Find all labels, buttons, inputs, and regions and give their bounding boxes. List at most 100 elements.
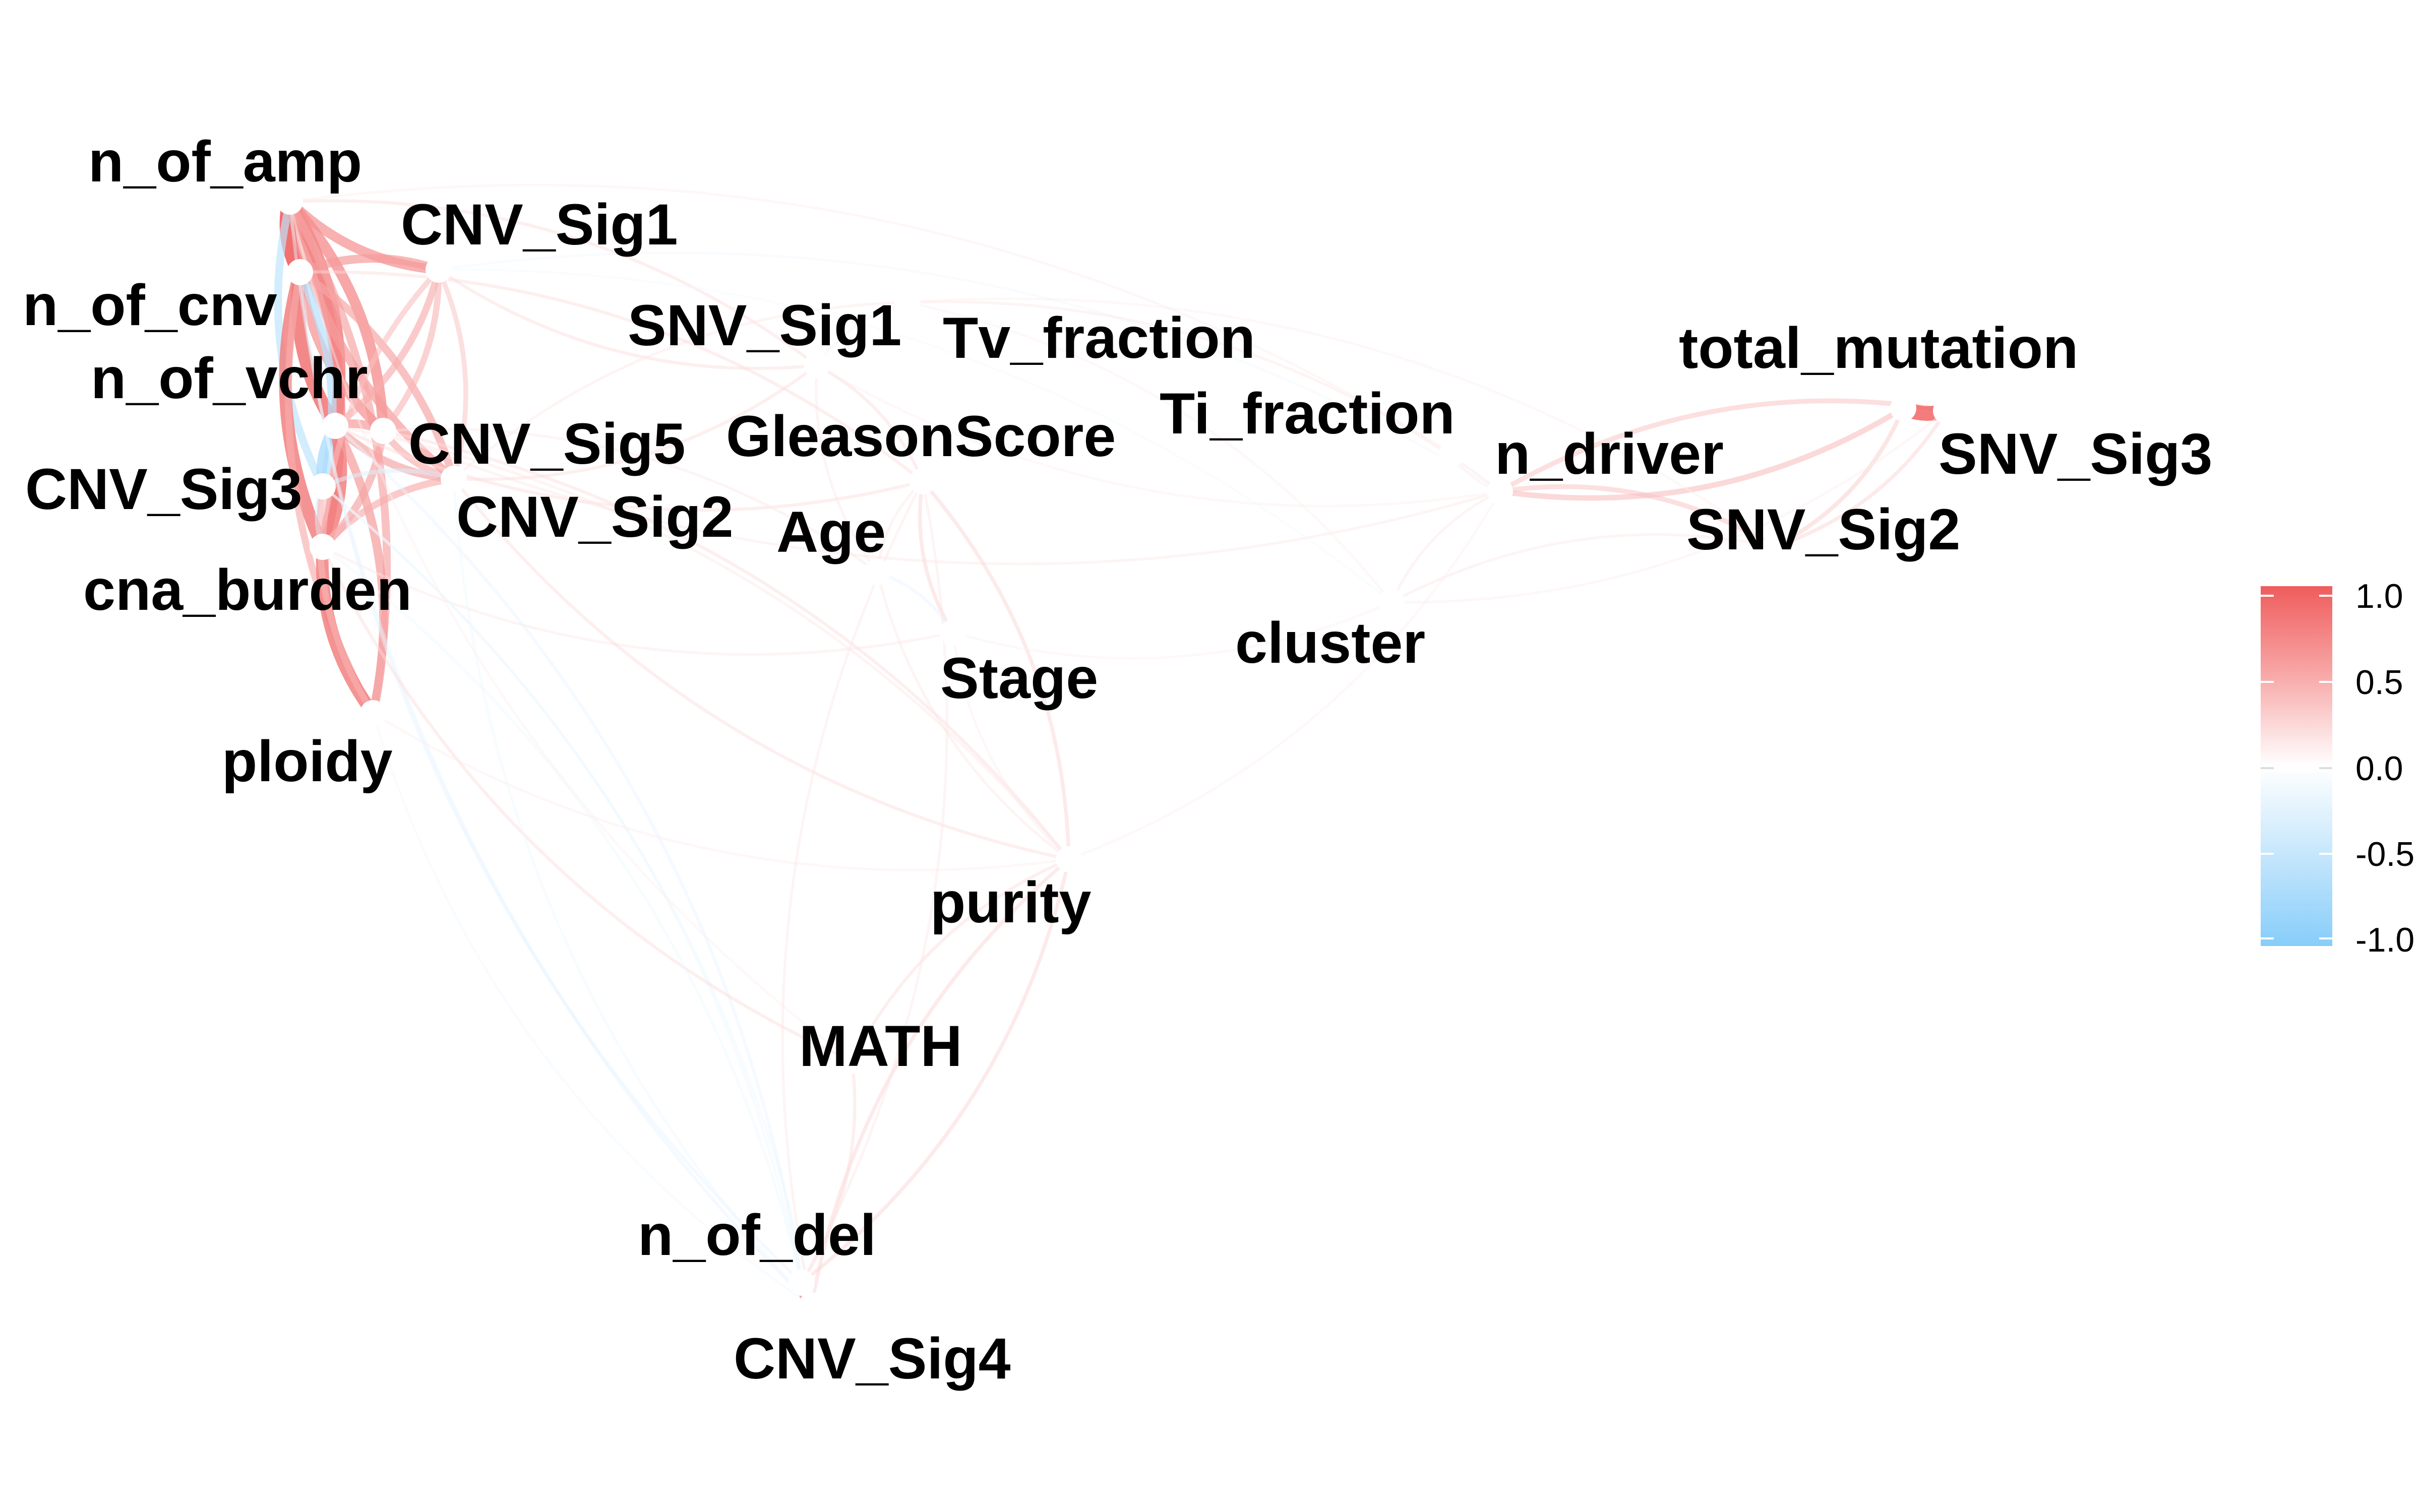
edge-purity-CNV_Sig4 (810, 857, 1071, 1307)
node-label-CNV_Sig1: CNV_Sig1 (401, 193, 678, 257)
edge-cna_burden-Stage (321, 545, 954, 656)
node-label-Age: Age (776, 500, 886, 564)
edge-n_of_amp-MATH (288, 200, 854, 1062)
node-CNV_Sig1 (426, 257, 452, 283)
edge-n_driver-SNV_Sig3 (1497, 398, 1949, 494)
edge-SNV_Sig1-Tv_fraction (815, 301, 909, 367)
edge-ploidy-CNV_Sig4 (372, 712, 813, 1307)
edge-CNV_Sig2-SNV_Sig1 (452, 363, 819, 481)
node-purity (1056, 846, 1082, 872)
node-ploidy (360, 700, 386, 726)
node-label-MATH: MATH (799, 1014, 962, 1079)
node-n_of_vchr (322, 413, 348, 439)
node-GleasonScore (910, 468, 936, 494)
edge-Stage-purity (951, 631, 1070, 861)
edge-CNV_Sig2-purity (452, 477, 1071, 861)
node-cna_burden (310, 534, 336, 560)
node-CNV_Sig2 (441, 466, 467, 492)
colorbar-legend: 1.0 0.5 0.0 -0.5 -1.0 (2261, 577, 2414, 959)
node-label-ploidy: ploidy (222, 729, 393, 794)
node-layer (277, 188, 1959, 1318)
edge-n_of_vchr-GleasonScore (333, 424, 925, 512)
edge-SNV_Sig1-GleasonScore (815, 363, 925, 483)
node-label-Stage: Stage (940, 646, 1098, 711)
edge-CNV_Sig3-CNV_Sig4 (321, 485, 813, 1307)
edge-cluster-SNV_Sig2 (1390, 533, 1776, 604)
legend-tick-label: 0.5 (2355, 663, 2403, 702)
edge-cna_burden-n_of_del (321, 545, 803, 1284)
edge-n_of_amp-CNV_Sig5 (284, 196, 389, 436)
edge-CNV_Sig1-CNV_Sig5 (380, 266, 442, 434)
node-label-Ti_fraction: Ti_fraction (1160, 382, 1455, 446)
edge-cna_burden-CNV_Sig2 (319, 475, 457, 550)
node-label-GleasonScore: GleasonScore (726, 404, 1116, 469)
node-n_of_amp (277, 188, 303, 215)
edge-SNV_Sig2-SNV_Sig3 (1773, 409, 1948, 549)
edge-n_of_vchr-n_of_del (333, 424, 804, 1285)
edge-n_of_cnv-n_of_del (298, 270, 804, 1285)
edge-CNV_Sig5-purity (381, 429, 1071, 861)
edge-n_driver-total_mutation (1497, 405, 1906, 501)
node-label-CNV_Sig3: CNV_Sig3 (25, 457, 302, 522)
legend-tick-label: -1.0 (2355, 921, 2414, 959)
node-SNV_Sig1 (804, 352, 830, 379)
edge-Tv_fraction-SNV_Sig2 (906, 297, 1776, 548)
node-label-purity: purity (930, 870, 1091, 935)
edge-CNV_Sig2-CNV_Sig4 (452, 477, 813, 1307)
edge-n_driver-purity (1067, 490, 1501, 861)
edge-n_of_amp-CNV_Sig2 (285, 197, 458, 483)
edge-n_of_cnv-GleasonScore (298, 270, 925, 483)
edge-cluster-SNV_Sig3 (1390, 409, 1948, 604)
edge-n_of_cnv-CNV_Sig1 (295, 254, 443, 277)
node-Age (864, 559, 890, 585)
edge-SNV_Sig1-n_driver (815, 364, 1501, 508)
node-label-n_of_vchr: n_of_vchr (91, 346, 368, 411)
edge-CNV_Sig1-SNV_Sig1 (437, 268, 819, 370)
node-label-cna_burden: cna_burden (83, 558, 412, 622)
node-n_of_cnv (287, 259, 313, 285)
node-label-CNV_Sig5: CNV_Sig5 (408, 412, 686, 476)
legend-tick-label: 0.0 (2355, 749, 2403, 788)
edge-GleasonScore-Stage (918, 479, 955, 635)
edge-CNV_Sig3-CNV_Sig2 (320, 468, 456, 489)
edge-ploidy-purity (372, 712, 1070, 872)
edge-n_of_vchr-ploidy (331, 421, 388, 718)
edge-SNV_Sig1-Age (815, 364, 879, 574)
node-CNV_Sig3 (310, 473, 336, 499)
node-Stage (940, 619, 966, 646)
edge-n_of_vchr-purity (334, 424, 1070, 861)
edge-CNV_Sig1-CNV_Sig2 (436, 267, 468, 481)
edge-GleasonScore-CNV_Sig4 (781, 480, 924, 1307)
edge-CNV_Sig2-Tv_fraction (452, 301, 909, 480)
node-label-SNV_Sig2: SNV_Sig2 (1686, 497, 1960, 562)
edge-layer (274, 183, 1954, 1311)
edge-CNV_Sig3-n_of_del (321, 485, 803, 1284)
node-MATH (839, 1048, 865, 1074)
edge-Age-purity (876, 571, 1070, 861)
node-label-n_of_amp: n_of_amp (88, 130, 362, 194)
edge-n_of_amp-CNV_Sig4 (288, 200, 814, 1307)
node-cluster (1378, 589, 1405, 615)
edge-n_of_amp-SNV_Sig1 (288, 199, 819, 367)
node-n_of_del (789, 1270, 815, 1296)
edge-GleasonScore-purity (921, 479, 1071, 861)
node-label-SNV_Sig3: SNV_Sig3 (1939, 422, 2212, 486)
node-Tv_fraction (894, 289, 921, 316)
edge-purity-MATH (850, 857, 1071, 1063)
edge-MATH-n_of_del (800, 1059, 857, 1285)
node-label-Tv_fraction: Tv_fraction (943, 306, 1255, 370)
edge-CNV_Sig1-n_driver (437, 251, 1501, 493)
edge-n_driver-cluster (1390, 490, 1501, 604)
node-total_mutation (1890, 395, 1916, 421)
legend-tick-label: 1.0 (2355, 577, 2403, 615)
edge-purity-n_of_del (800, 857, 1071, 1285)
edge-CNV_Sig5-Age (382, 427, 879, 574)
node-Ti_fraction (1439, 440, 1465, 467)
node-label-n_of_cnv: n_of_cnv (23, 273, 277, 338)
node-label-n_driver: n_driver (1495, 422, 1724, 486)
edge-Tv_fraction-cluster (906, 301, 1393, 604)
node-label-CNV_Sig4: CNV_Sig4 (734, 1327, 1011, 1391)
node-n_driver (1487, 478, 1513, 505)
node-SNV_Sig3 (1933, 398, 1959, 424)
